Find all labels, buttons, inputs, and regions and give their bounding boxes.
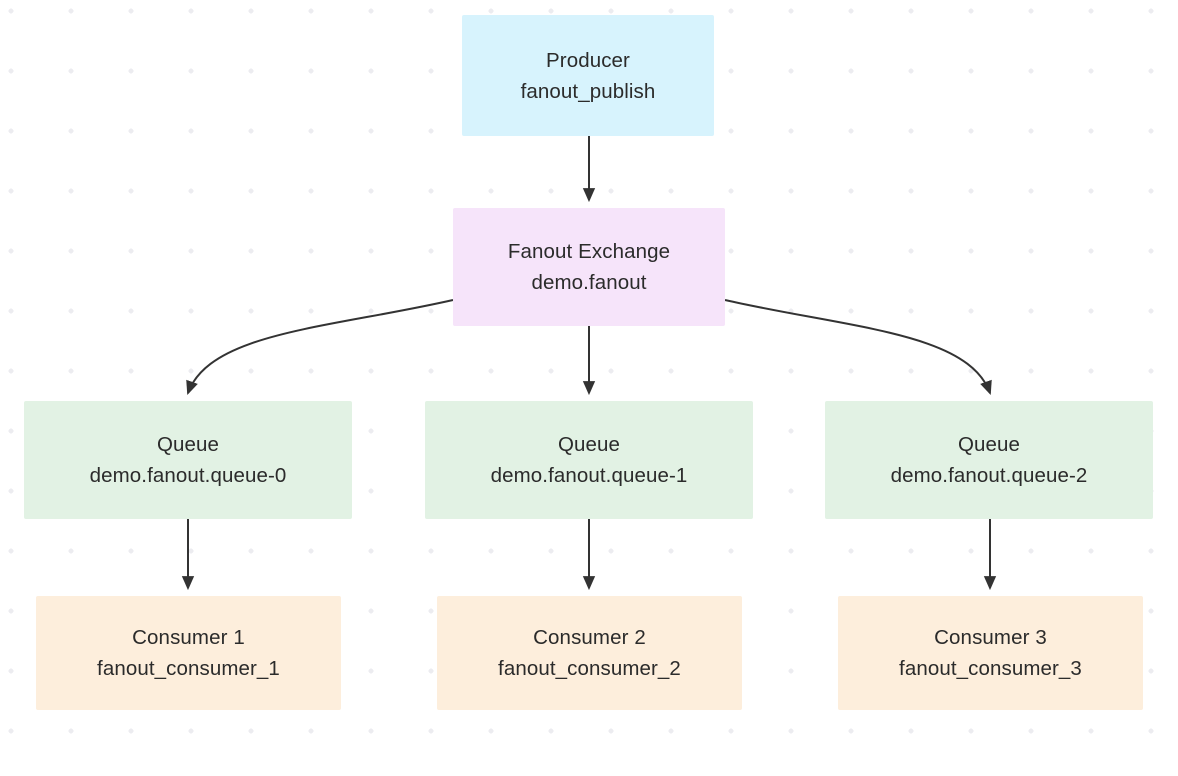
consumer-node-1-title: Consumer 1 xyxy=(132,626,245,649)
producer-node[interactable]: Producer fanout_publish xyxy=(462,15,714,136)
consumer-node-3[interactable]: Consumer 3 fanout_consumer_3 xyxy=(838,596,1143,710)
fanout-exchange-node-title: Fanout Exchange xyxy=(507,240,671,263)
queue-node-1[interactable]: Queue demo.fanout.queue-1 xyxy=(425,401,753,519)
queue-node-2-subtitle: demo.fanout.queue-2 xyxy=(890,464,1088,487)
fanout-exchange-node-subtitle: demo.fanout xyxy=(531,271,647,294)
consumer-node-2-subtitle: fanout_consumer_2 xyxy=(498,657,681,680)
consumer-node-3-subtitle: fanout_consumer_3 xyxy=(899,657,1082,680)
queue-node-1-subtitle: demo.fanout.queue-1 xyxy=(490,464,688,487)
queue-node-2[interactable]: Queue demo.fanout.queue-2 xyxy=(825,401,1153,519)
consumer-node-1-subtitle: fanout_consumer_1 xyxy=(97,657,280,680)
consumer-node-3-title: Consumer 3 xyxy=(934,626,1047,649)
consumer-node-2-title: Consumer 2 xyxy=(533,626,646,649)
queue-node-0-subtitle: demo.fanout.queue-0 xyxy=(89,464,287,487)
queue-node-0-title: Queue xyxy=(156,433,220,456)
queue-node-0[interactable]: Queue demo.fanout.queue-0 xyxy=(24,401,352,519)
edge-exchange-to-queue-0 xyxy=(186,299,454,395)
producer-node-title: Producer xyxy=(546,48,630,72)
queue-node-1-title: Queue xyxy=(557,433,621,456)
queue-node-2-title: Queue xyxy=(957,433,1021,456)
consumer-node-2[interactable]: Consumer 2 fanout_consumer_2 xyxy=(437,596,742,710)
consumer-node-1[interactable]: Consumer 1 fanout_consumer_1 xyxy=(36,596,341,710)
edge-exchange-to-queue-2 xyxy=(724,299,992,395)
fanout-exchange-node[interactable]: Fanout Exchange demo.fanout xyxy=(453,208,725,326)
producer-node-subtitle: fanout_publish xyxy=(520,79,656,103)
